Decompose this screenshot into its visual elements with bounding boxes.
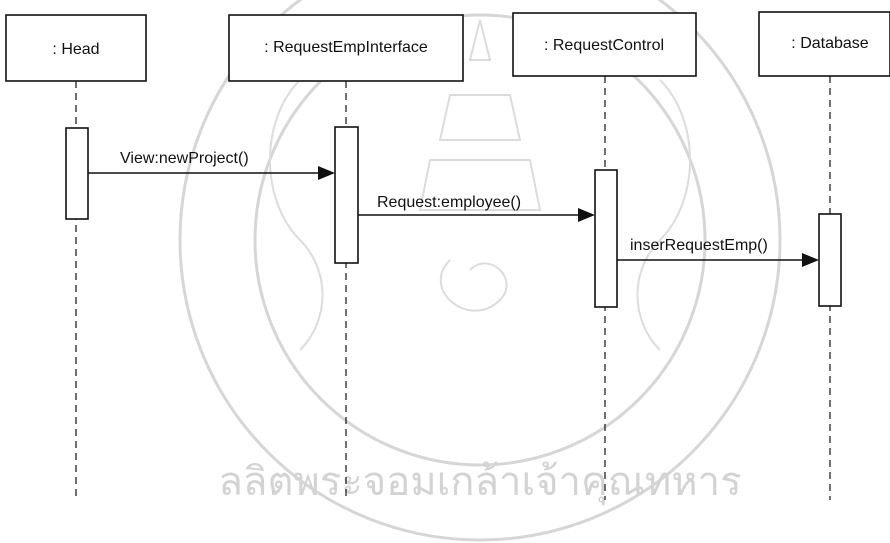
message-inser-request-emp: inserRequestEmp() — [617, 237, 819, 267]
activation-request-emp-interface — [334, 126, 359, 264]
lifeline-database-box — [758, 11, 890, 77]
lifeline-request-control-box — [512, 12, 697, 77]
watermark-pagoda — [418, 19, 542, 211]
lifeline-request-emp-interface-label: : RequestEmpInterface — [264, 39, 428, 56]
lifeline-request-control-label: : RequestControl — [544, 37, 664, 54]
message-1-arrowhead — [318, 166, 335, 180]
lifeline-head-box — [5, 14, 147, 82]
lifeline-database: : Database — [758, 11, 890, 500]
watermark-inner-ring — [253, 13, 707, 467]
lifeline-database-label: : Database — [791, 35, 868, 52]
watermark-outer-ring — [178, 0, 782, 542]
message-2-arrowhead — [578, 208, 595, 222]
activation-head — [65, 127, 89, 220]
watermark-text: ลลิตพระจอมเกล้าเจ้าคุณทหาร — [218, 459, 741, 506]
watermark-center-glyph — [439, 259, 508, 312]
lifeline-request-emp-interface-box — [228, 14, 464, 82]
message-request-employee: Request:employee() — [358, 194, 595, 222]
watermark-seal: ลลิตพระจอมเกล้าเจ้าคุณทหาร — [178, 0, 782, 542]
activation-request-control — [594, 169, 618, 308]
message-3-arrowhead — [802, 253, 819, 267]
message-1-label: View:newProject() — [120, 150, 249, 167]
lifeline-request-emp-interface: : RequestEmpInterface — [228, 14, 464, 500]
lifeline-head-label: : Head — [52, 41, 99, 58]
message-view-new-project: View:newProject() — [88, 150, 335, 180]
message-3-label: inserRequestEmp() — [630, 237, 768, 254]
watermark-scrolls — [269, 79, 691, 351]
lifeline-request-control: : RequestControl — [512, 12, 697, 500]
lifeline-head: : Head — [5, 14, 147, 500]
message-2-label: Request:employee() — [377, 194, 521, 211]
activation-database — [818, 213, 842, 307]
